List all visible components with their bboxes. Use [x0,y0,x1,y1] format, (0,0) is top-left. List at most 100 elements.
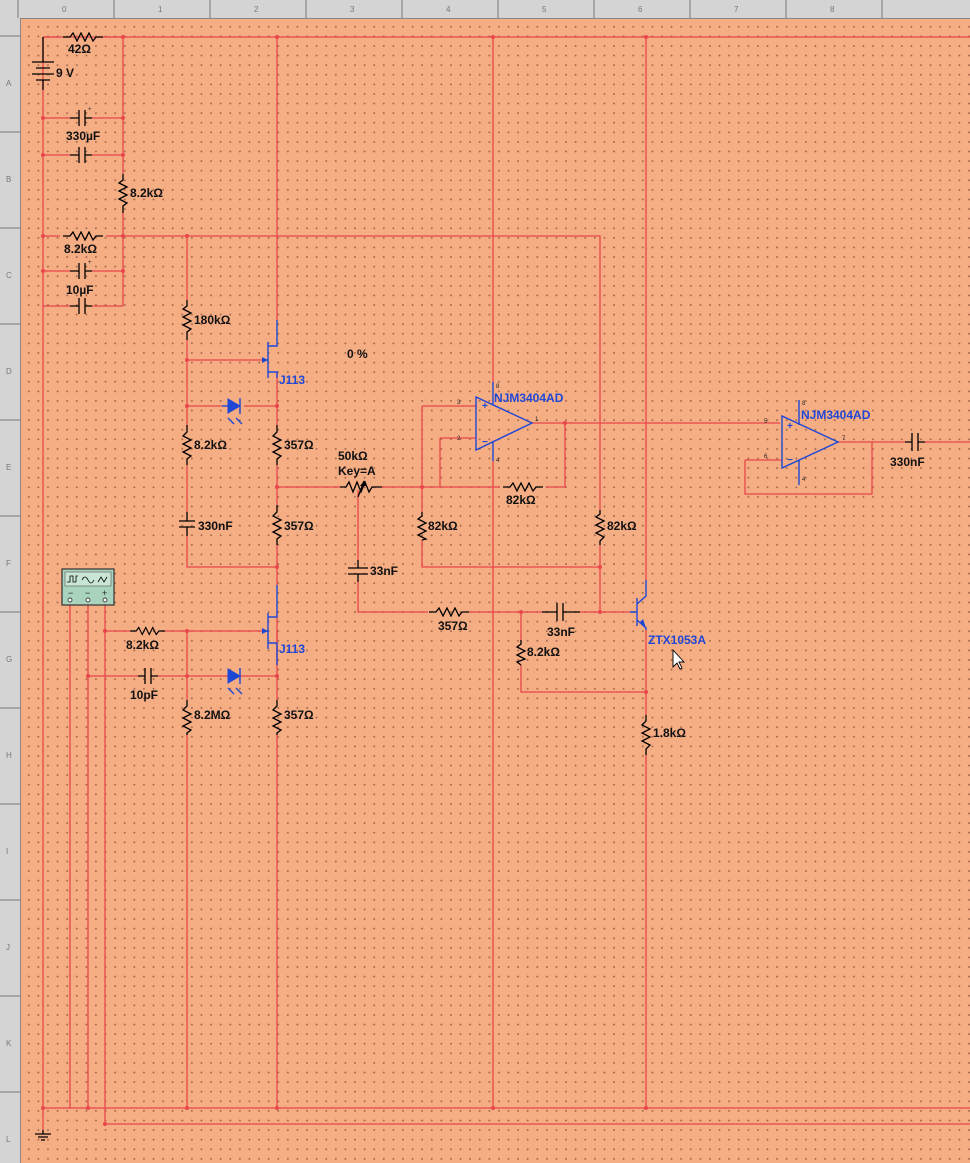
label-battery: 9 V [56,66,74,80]
led-bottom[interactable] [227,668,243,695]
transistor-ztx1053a[interactable] [630,580,647,630]
ruler-label-top: 1 [158,5,163,14]
junction-dot [103,1122,107,1126]
label-percent: 0 % [347,347,368,361]
junction-dot [41,153,45,157]
resistor-357-d[interactable] [271,700,283,735]
opamp-njm3404ad-1[interactable]: + − [475,382,534,461]
junction-dot [519,610,523,614]
resistor-357-c[interactable] [428,607,470,617]
junction-dot [185,234,189,238]
junction-dot [121,234,125,238]
jfet-j113-top[interactable] [262,320,278,378]
pin-op1-2: 2 [457,436,461,442]
ruler-label-left: A [6,79,12,88]
schematic-canvas[interactable]: + + [21,19,970,1163]
label-10pf: 10pF [130,688,158,702]
resistor-82k-b[interactable] [594,510,606,545]
label-330nf-left: 330nF [198,519,233,533]
label-pot-value: 50kΩ [338,449,368,463]
pin-op2-6: 6 [764,454,768,460]
ruler-label-left: K [6,1039,12,1048]
resistor-82k-feedback[interactable] [502,482,544,492]
junction-dot [644,690,648,694]
jfet-j113-bottom[interactable] [262,585,278,665]
ruler-label-top: 6 [638,5,643,14]
resistor-8k2-d[interactable] [515,640,527,666]
label-8m2: 8.2MΩ [194,708,231,722]
pin-op2-7: 7 [842,436,846,442]
label-357-a: 357Ω [284,438,314,452]
ruler-label-top: 3 [350,5,355,14]
pin-op2-8: 8 [802,401,806,407]
svg-text:−: − [787,455,793,466]
junction-dot [644,1106,648,1110]
resistor-42ohm[interactable] [62,32,123,42]
label-8k2-c: 8.2kΩ [194,438,227,452]
junction-dot [644,35,648,39]
ruler-label-top: 0 [62,5,67,14]
resistor-8k2-vertical[interactable] [117,174,129,213]
mouse-cursor-icon [672,648,686,670]
label-pot-key: Key=A [338,464,376,478]
junction-dot [275,35,279,39]
junction-dot [185,404,189,408]
junction-dot [185,674,189,678]
resistor-357-a[interactable] [271,425,283,465]
potentiometer-50k[interactable] [340,480,382,498]
junction-dots [41,35,648,1126]
capacitor-10uf[interactable]: + [70,260,92,314]
label-8k2-e: 8.2kΩ [126,638,159,652]
ruler-label-left: F [6,559,11,568]
junction-dot [41,234,45,238]
junction-dot [103,629,107,633]
capacitor-330nf-output[interactable] [905,433,925,451]
resistor-8k2-horizontal[interactable] [62,231,104,241]
label-82k-b: 82kΩ [607,519,637,533]
pin-op2-4: 4 [802,477,806,483]
resistor-1k8[interactable] [640,715,652,755]
label-opamp1: NJM3404AD [494,391,564,405]
junction-dot [41,1106,45,1110]
resistor-8k2-e[interactable] [130,626,165,636]
pin-op1-3: 3 [457,400,461,406]
capacitor-330nf-left[interactable] [179,512,195,536]
capacitor-330uf[interactable]: + [70,107,92,163]
component-labels: 42Ω 9 V 330µF 8.2kΩ 8.2kΩ 10µF 180kΩ 0 %… [56,42,925,740]
resistor-8k2-bias[interactable] [181,425,193,465]
battery-9v[interactable] [32,37,54,90]
resistor-180k[interactable] [181,300,193,340]
capacitor-33nf-horizontal[interactable] [542,603,580,621]
svg-text:−: − [482,437,488,448]
resistor-357-b[interactable] [271,505,283,545]
junction-dot [420,485,424,489]
svg-text:+: + [102,588,107,598]
junction-dot [121,153,125,157]
led-top[interactable] [222,398,243,425]
label-8k2-d: 8.2kΩ [527,645,560,659]
capacitor-10pf[interactable] [138,668,158,684]
junction-dot [41,116,45,120]
ruler-label-left: G [6,655,12,664]
junction-dot [598,610,602,614]
resistor-82k-a[interactable] [416,512,428,541]
svg-text:−: − [85,588,90,598]
svg-text:+: + [787,421,793,432]
junction-dot [275,404,279,408]
label-180k: 180kΩ [194,313,231,327]
capacitor-33nf-vertical[interactable] [348,560,368,582]
ground-symbol [35,1130,51,1141]
junction-dot [185,1106,189,1110]
ruler-label-top: 2 [254,5,259,14]
function-generator[interactable]: − − + [61,568,115,606]
label-357-b: 357Ω [284,519,314,533]
label-82k-fb: 82kΩ [506,493,536,507]
label-357-c: 357Ω [438,619,468,633]
label-transistor: ZTX1053A [648,633,706,647]
resistor-8m2[interactable] [181,700,193,735]
junction-dot [491,1106,495,1110]
opamp-njm3404ad-2[interactable]: + − [781,400,840,485]
